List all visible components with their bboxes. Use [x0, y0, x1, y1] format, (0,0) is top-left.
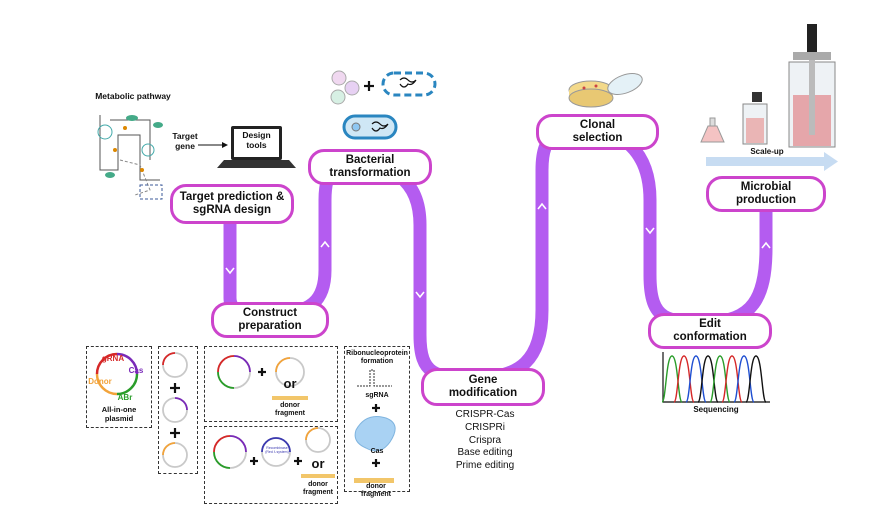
step-bacterial-transformation: Bacterial transformation — [308, 149, 432, 185]
sequencing-label: Sequencing — [693, 405, 739, 414]
rnp-formation-label: Ribonucleoprotein formation — [346, 350, 408, 366]
step-edit-conformation: Edit conformation — [648, 313, 772, 349]
chromatogram-peak — [697, 355, 719, 403]
panel-two-plasmid — [204, 346, 338, 422]
or-label-2: or — [311, 456, 325, 471]
donor-fragment-label-1: donor fragment — [275, 402, 305, 418]
small-plasmids-column — [162, 352, 188, 468]
donor-fragment-label-3: donor fragment — [361, 483, 391, 499]
panel-separate-plasmids — [158, 346, 198, 474]
protein-icon — [354, 416, 396, 452]
method-item: CRISPRi — [464, 421, 505, 433]
chromatogram-peak — [721, 355, 743, 403]
design-tools-label: Design tools — [242, 130, 271, 150]
metabolic-pathway-illustration — [97, 115, 163, 200]
scale-up-arrow — [706, 152, 838, 171]
all-in-one-label: All-in-one plasmid — [101, 405, 137, 423]
two-plasmid-system — [217, 355, 308, 400]
chromatogram-peak — [685, 355, 707, 403]
recombinase-label: Recombinase (Red λ system) — [265, 446, 289, 455]
step-target-prediction: Target prediction & sgRNA design — [170, 184, 294, 224]
panel-rnp — [344, 346, 410, 492]
chromatogram-peak — [673, 355, 695, 403]
laptop-icon — [217, 126, 296, 168]
rnp-illustration — [354, 369, 396, 483]
method-item: Prime editing — [455, 460, 515, 472]
donor-fragment-label-2: donor fragment — [303, 481, 333, 497]
gene-modification-methods: CRISPR-Cas CRISPRi Crispra Base editing … — [430, 409, 540, 473]
target-gene-label: Target gene — [172, 131, 198, 151]
bioreactor-icon — [742, 24, 836, 148]
chromatogram-peak — [661, 355, 683, 403]
metabolic-pathway-label: Metabolic pathway — [95, 91, 171, 101]
method-item: Base editing — [457, 447, 513, 459]
target-gene-arrow — [198, 142, 228, 148]
step-construct-preparation: Construct preparation — [211, 302, 329, 338]
chromatogram-peak — [709, 355, 731, 403]
path-chevrons — [225, 202, 771, 299]
all-in-one-plasmid — [95, 352, 139, 396]
cas-label: Cas — [128, 366, 144, 375]
three-plasmid-system — [213, 427, 335, 478]
cas-protein-label: Cas — [370, 448, 384, 455]
abr-label: ABr — [117, 393, 133, 402]
scale-up-label: Scale-up — [750, 147, 784, 156]
step-clonal-selection: Clonal selection — [536, 114, 659, 150]
sequencing-chromatogram — [661, 352, 770, 403]
bacterium-icon — [342, 71, 437, 140]
petri-dish-icon — [568, 73, 643, 108]
donor-label: Donor — [88, 377, 112, 386]
flask-icon — [700, 117, 725, 143]
or-label-1: or — [283, 376, 297, 391]
method-item: Crispra — [468, 434, 502, 446]
sgrna-label: sgRNA — [365, 392, 389, 399]
chromatogram-peak — [745, 355, 767, 403]
step-microbial-production: Microbial production — [706, 176, 826, 212]
plasmid-icon — [330, 70, 360, 105]
plus-signs — [170, 81, 380, 467]
panel-three-plasmid — [204, 426, 338, 504]
chromatogram-peak — [733, 355, 755, 403]
panel-all-in-one — [86, 346, 152, 428]
gRNA-label: gRNA — [101, 354, 125, 363]
step-gene-modification: Gene modification — [421, 368, 545, 406]
method-item: CRISPR-Cas — [455, 409, 515, 420]
